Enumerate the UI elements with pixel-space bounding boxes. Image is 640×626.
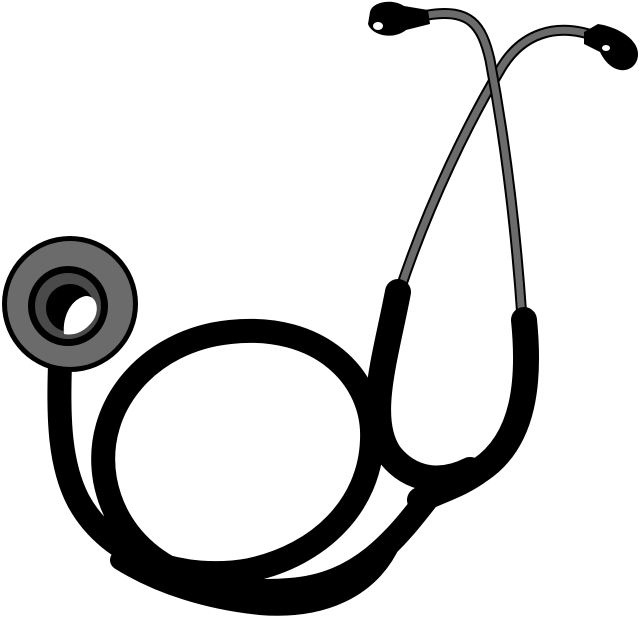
chestpiece-highlight — [63, 296, 97, 335]
left-ear-tip-icon — [368, 1, 430, 36]
right-ear-tip-highlight — [602, 45, 610, 51]
ear-tips — [368, 1, 639, 71]
yoke-right-arm — [407, 307, 540, 513]
left-ear-tube-fill — [396, 26, 604, 294]
left-ear-tip-highlight — [373, 22, 383, 30]
right-ear-tube-fill — [424, 10, 526, 322]
secondary-tube — [110, 530, 402, 616]
main-tube — [47, 318, 442, 603]
tubing — [47, 279, 540, 616]
yoke-left-arm — [365, 279, 483, 492]
chestpiece — [2, 236, 138, 372]
ear-tubes — [394, 8, 606, 324]
right-ear-tip-icon — [584, 24, 639, 71]
